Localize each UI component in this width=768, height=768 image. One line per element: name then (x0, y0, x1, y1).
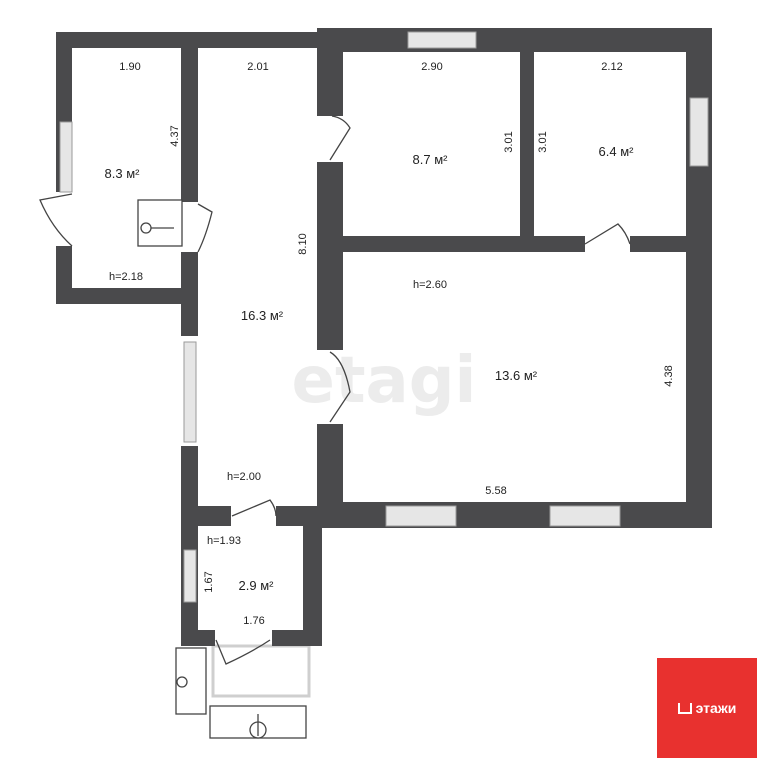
area-room-2: 16.3 м² (241, 308, 284, 323)
height-room-1: h=2.18 (109, 271, 143, 283)
wall-vestibule-bottom-right (272, 630, 322, 646)
windows (59, 31, 709, 603)
etazhi-logo-text: этажи (695, 700, 737, 716)
wall-corridor-left-upper (181, 252, 198, 336)
wall-bottom-right (317, 502, 712, 528)
area-room-6: 2.9 м² (239, 578, 275, 593)
etazhi-logo-badge: этажи (657, 658, 757, 758)
door-small-room (584, 223, 631, 245)
dim-room-4-width: 2.12 (601, 61, 622, 73)
doors (39, 115, 631, 665)
window-bottom-left (385, 505, 457, 527)
area-room-4: 6.4 м² (599, 144, 635, 159)
wall-vestibule-right (303, 506, 322, 646)
window-left-room (59, 121, 73, 193)
dim-room-6-length: 1.67 (203, 571, 215, 592)
door-left-inner (197, 203, 213, 253)
height-room-2: h=2.00 (227, 471, 261, 483)
room-labels: 8.3 м² h=2.18 1.90 4.37 16.3 м² h=2.00 2… (105, 61, 675, 627)
dim-room-1-width: 1.90 (119, 61, 140, 73)
wall-left-room-bottom (56, 288, 198, 304)
walls (56, 28, 712, 646)
height-room-6: h=1.93 (207, 535, 241, 547)
fixtures (137, 199, 307, 739)
door-vestibule-bottom (215, 639, 271, 665)
wall-top-right (317, 28, 712, 52)
door-left-room (39, 193, 73, 247)
wall-mid-right (630, 236, 712, 252)
door-living (329, 351, 351, 423)
dim-room-3-width: 2.90 (421, 61, 442, 73)
area-room-5: 13.6 м² (495, 368, 538, 383)
window-top (407, 31, 477, 49)
wall-left-room-right (181, 32, 198, 202)
dim-room-5-width: 5.58 (485, 485, 506, 497)
wall-mid-left (317, 236, 585, 252)
door-bedroom (329, 115, 351, 161)
area-room-3: 8.7 м² (413, 152, 449, 167)
wall-corridor-right-mid (317, 162, 343, 350)
window-corridor (183, 341, 197, 443)
dim-room-2-width: 2.01 (247, 61, 268, 73)
house-icon (677, 702, 692, 714)
height-room-5: h=2.60 (413, 279, 447, 291)
window-right (689, 97, 709, 167)
wall-vestibule-bottom-left (181, 630, 215, 646)
dim-room-6-width: 1.76 (243, 615, 264, 627)
dim-room-1-length: 4.37 (169, 125, 181, 146)
meter-icon-upper (140, 222, 152, 234)
wall-between-rooms (520, 28, 534, 252)
door-vestibule-top (231, 499, 277, 517)
area-room-1: 8.3 м² (105, 166, 141, 181)
window-vestibule (183, 549, 197, 603)
dim-room-4-length: 3.01 (537, 131, 549, 152)
etagi-watermark: etagi (292, 344, 477, 418)
porch-outline (211, 644, 311, 698)
window-bottom-right (549, 505, 621, 527)
dim-room-3-length: 3.01 (503, 131, 515, 152)
wall-corridor-left-lower (181, 446, 198, 506)
dim-room-5-length: 4.38 (663, 365, 675, 386)
meter-icon-porch (176, 676, 188, 688)
dim-room-2-length: 8.10 (297, 233, 309, 254)
